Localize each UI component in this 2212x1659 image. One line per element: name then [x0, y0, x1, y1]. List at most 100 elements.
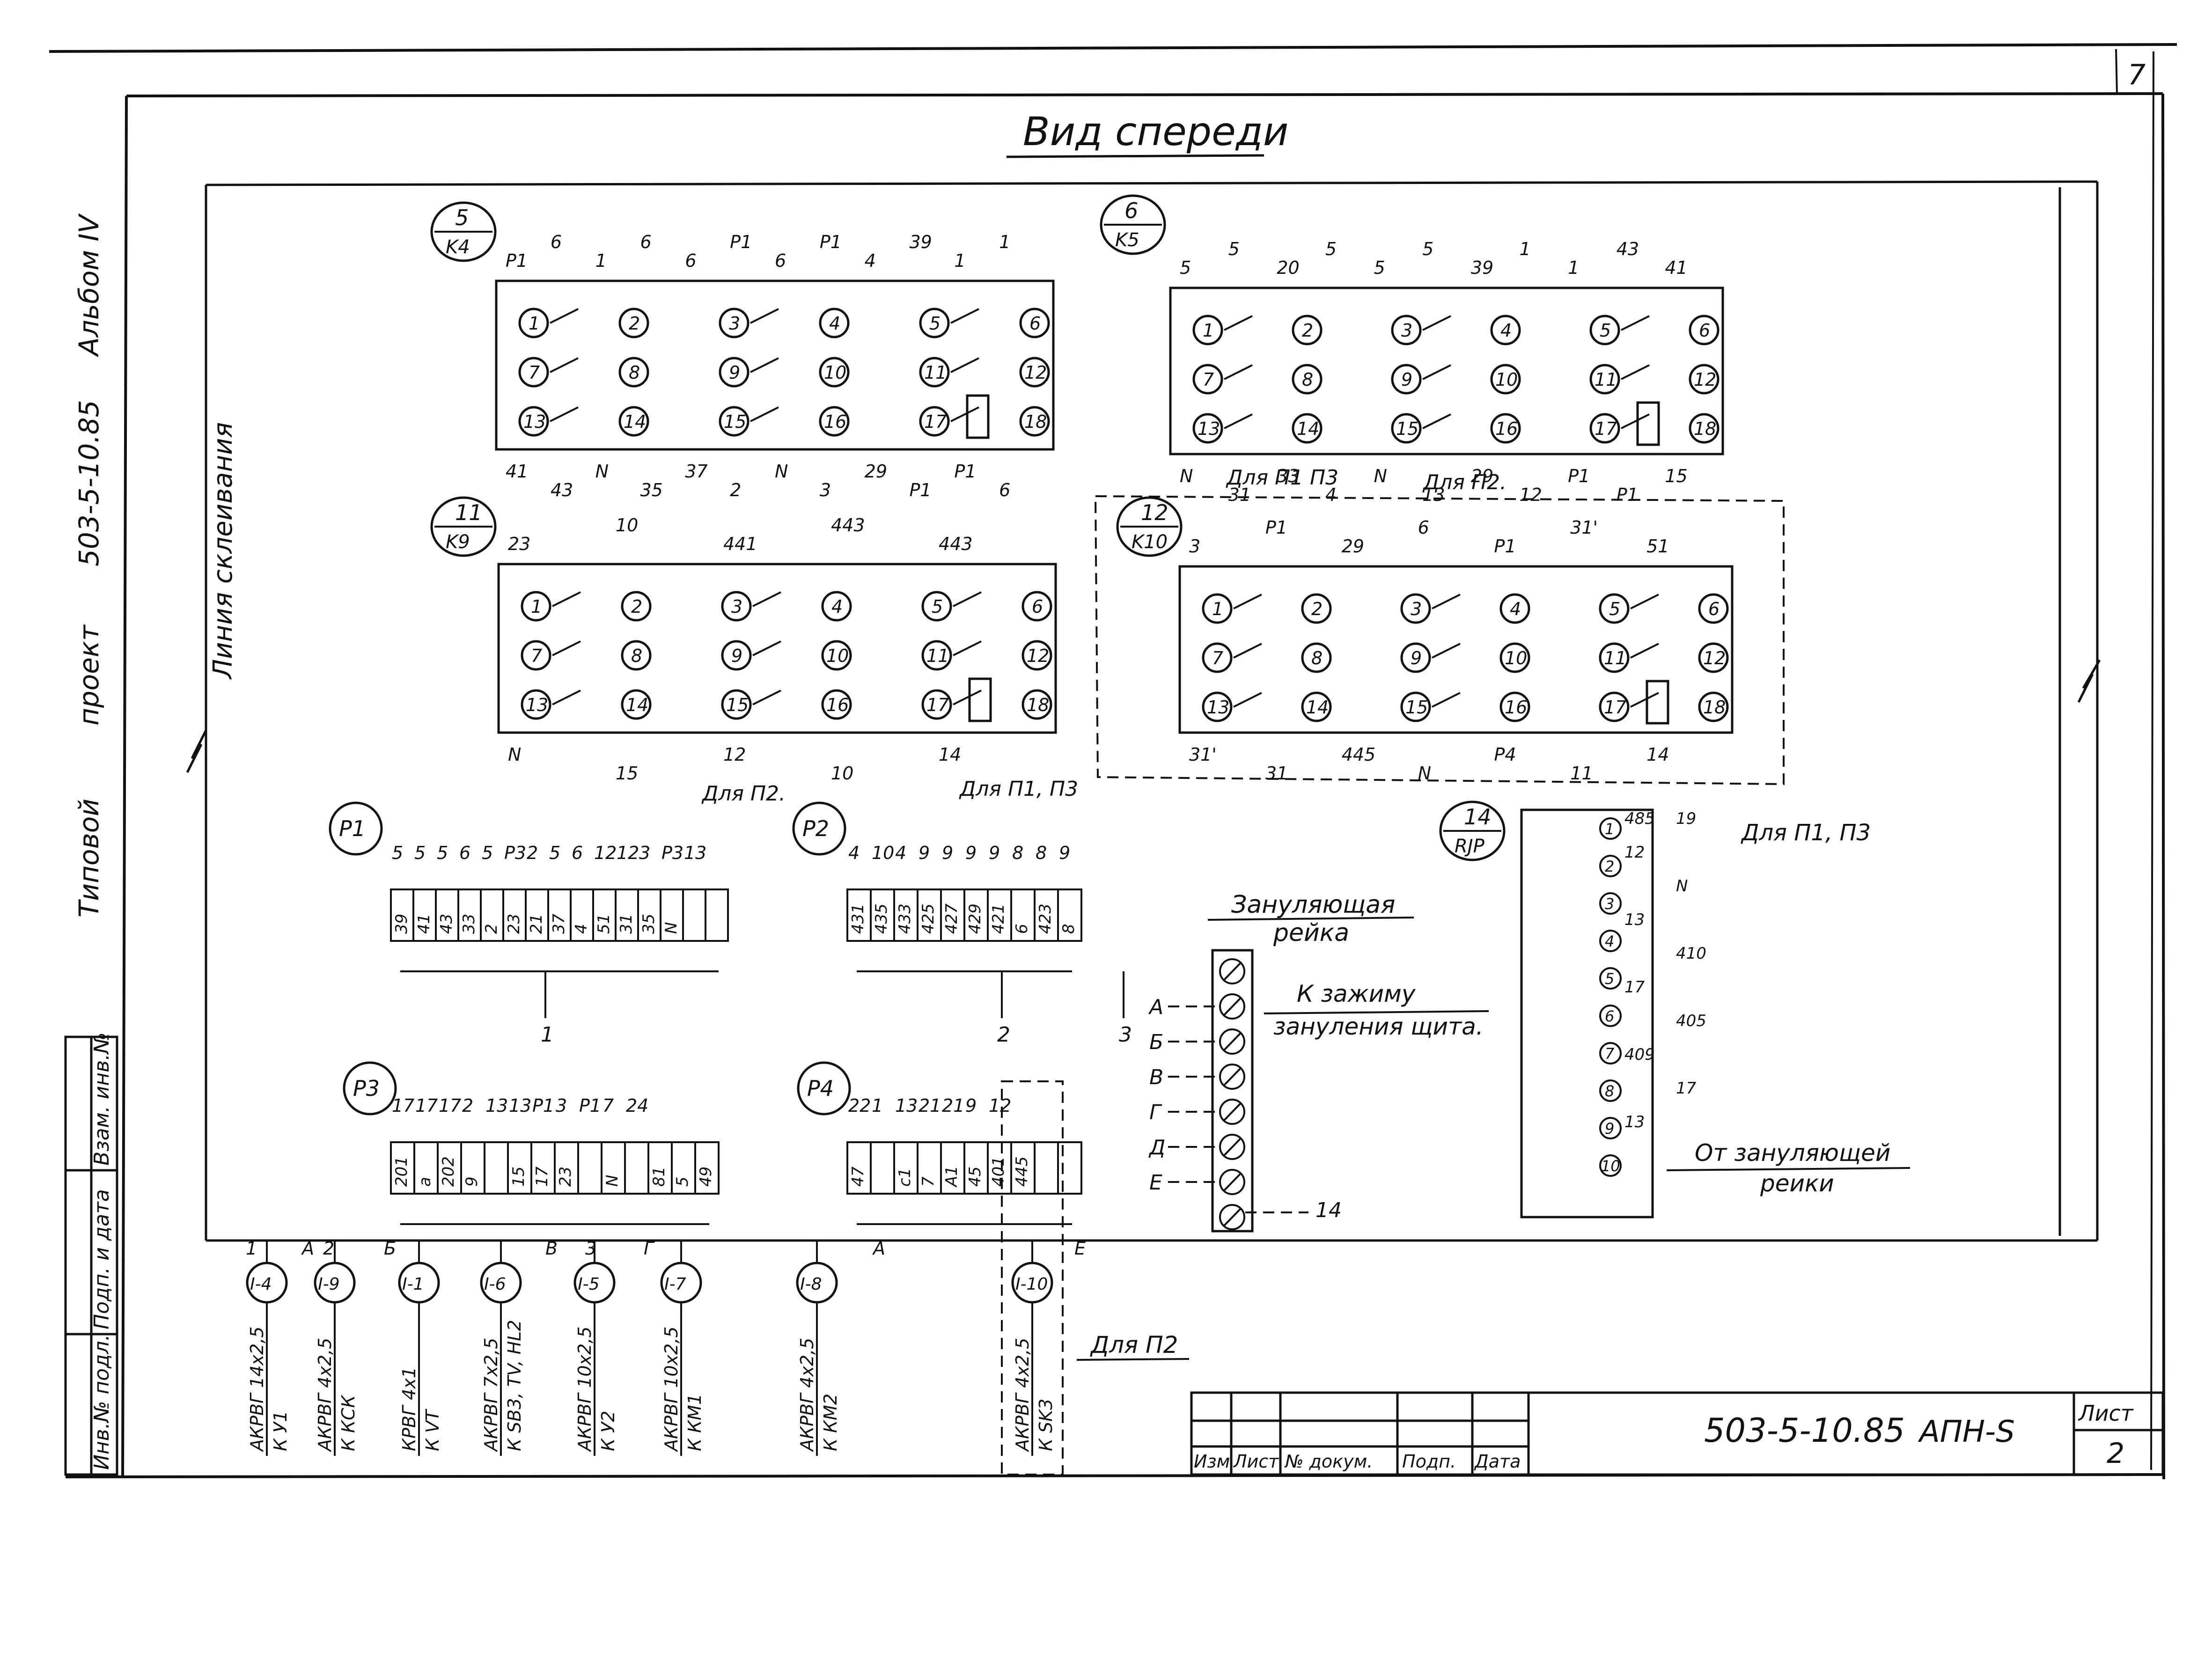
relay-terminal: 17 [1589, 413, 1620, 444]
terminal-number: 9 [1401, 369, 1412, 390]
cable-bus-mark: A [301, 1238, 314, 1259]
terminal-cell-label: 47 [849, 1166, 867, 1187]
terminal-number: 18 [1024, 411, 1047, 432]
terminal-number: 9 [731, 646, 742, 666]
wire-label: 43 [1617, 239, 1639, 259]
block-14-badge-code: RJP [1455, 836, 1485, 857]
gluing-line-label: Линия склеивания [208, 422, 238, 680]
terminal-number: 10 [824, 362, 846, 383]
terminal-cell-label: 23 [556, 1167, 575, 1187]
rail-title-1: Зануляющая [1231, 891, 1395, 919]
relay-terminal: 2 [621, 591, 652, 622]
relay-terminal: 5 [1589, 315, 1620, 345]
tb-col-izm: Изм [1194, 1451, 1230, 1472]
terminal-cell-label: 4 [572, 924, 591, 934]
wire-label: 15 [616, 763, 638, 784]
terminal-number: 3 [731, 596, 742, 617]
stamp-text: Инв.№ подл. Подп. и дата Взам. инв.№ [90, 1032, 114, 1470]
terminal-number: 12 [1024, 362, 1047, 383]
terminal-top-label: 9 [965, 843, 977, 863]
wire-label: 3 [820, 480, 831, 500]
cable-id: I-6 [484, 1275, 506, 1294]
cable-spec: АКРВГ 10х2,5 [574, 1327, 595, 1453]
relay-terminal: 12 [1021, 640, 1052, 671]
cable-dest: К VT [422, 1409, 443, 1451]
wire-label: 443 [831, 515, 865, 536]
block-14-terminal-number: 5 [1605, 970, 1614, 988]
terminal-top-label: 9 [965, 1095, 977, 1116]
terminal-top-label: 5 [414, 843, 426, 863]
terminal-number: 5 [929, 313, 941, 334]
tb-doc-name: АПН-S [1918, 1415, 2015, 1449]
relay-terminal: 7 [1192, 364, 1223, 395]
block-14-terminal [1599, 855, 1622, 877]
wire-label: 1 [999, 232, 1010, 252]
relay-badge-6-number: 6 [1124, 198, 1138, 223]
terminal-number: 8 [1302, 369, 1313, 390]
terminal-cell-label: a [416, 1177, 434, 1187]
wire-label: 10 [616, 515, 638, 536]
wire-label: P1 [1494, 536, 1516, 557]
terminal-number: 11 [926, 646, 949, 666]
relay-terminal: 15 [719, 406, 750, 437]
wire-label: 15 [1665, 466, 1687, 486]
terminal-cell-label: 35 [639, 914, 658, 934]
relay-terminal: 4 [1499, 593, 1530, 624]
terminal-cell-label: 201 [392, 1156, 411, 1187]
cable-spec: АКРВГ 14х2,5 [247, 1327, 267, 1453]
terminal-top-label: 10 [872, 843, 894, 863]
relay-note: Для П1, П3 [959, 777, 1078, 801]
terminal-number: 14 [626, 695, 648, 715]
terminal-cell-label: A1 [942, 1166, 961, 1188]
wire-label: 41 [1665, 257, 1687, 278]
relay-terminal: 8 [621, 640, 652, 671]
terminal-number: 3 [1401, 320, 1412, 341]
terminal-top-label: 22 [848, 1095, 871, 1116]
block-14-note: Для П1, П3 [1741, 820, 1871, 846]
relay-terminal: 16 [819, 406, 850, 437]
wire-label: 445 [1342, 744, 1376, 765]
terminal-top-label: P1 [532, 1095, 554, 1116]
relay-terminal: 14 [621, 689, 652, 720]
wire-label: 31 [1228, 484, 1251, 505]
wire-label: 10 [831, 763, 853, 784]
terminal-number: 16 [1505, 697, 1527, 718]
relay-terminal: 6 [1021, 591, 1052, 622]
wire-label: P1 [1568, 466, 1590, 486]
wire-label: 2 [730, 480, 741, 500]
relay-terminal: 7 [518, 357, 549, 388]
wire-label: N [1180, 466, 1193, 486]
wire-label: 31' [1189, 744, 1217, 765]
terminal-top-label: 6 [459, 843, 470, 863]
wire-label: 14 [1646, 744, 1669, 765]
wire-label: 29 [1342, 536, 1364, 557]
rail-letter: А [1148, 995, 1163, 1019]
relay-badge-11-number: 11 [455, 500, 483, 525]
terminal-cell-label: 31 [617, 914, 636, 934]
block-14-terminal-number: 2 [1605, 858, 1614, 875]
relay-terminal: 16 [821, 689, 852, 720]
wire-label: P1 [1265, 517, 1287, 538]
terminal-number: 11 [1604, 648, 1626, 668]
relay-terminal: 11 [1599, 642, 1630, 673]
relay-badge-6: 6K5 [1100, 194, 1166, 255]
terminal-cell-label: 81 [650, 1167, 669, 1187]
terminal-cell-label: 429 [966, 903, 985, 934]
terminal-top-label: 2 [462, 1095, 473, 1116]
block-14-wire-label: 13 [1624, 1113, 1645, 1131]
terminal-top-label: 9 [1059, 843, 1070, 863]
terminal-top-label: 4 [895, 843, 906, 863]
terminal-top-label: 8 [1012, 843, 1023, 863]
block-14-terminal-number: 4 [1605, 932, 1614, 950]
terminal-top-label: 17 [392, 1095, 414, 1116]
rail-screw [1219, 958, 1245, 984]
terminal-number: 16 [826, 695, 849, 715]
relay-terminal: 13 [1202, 691, 1233, 722]
